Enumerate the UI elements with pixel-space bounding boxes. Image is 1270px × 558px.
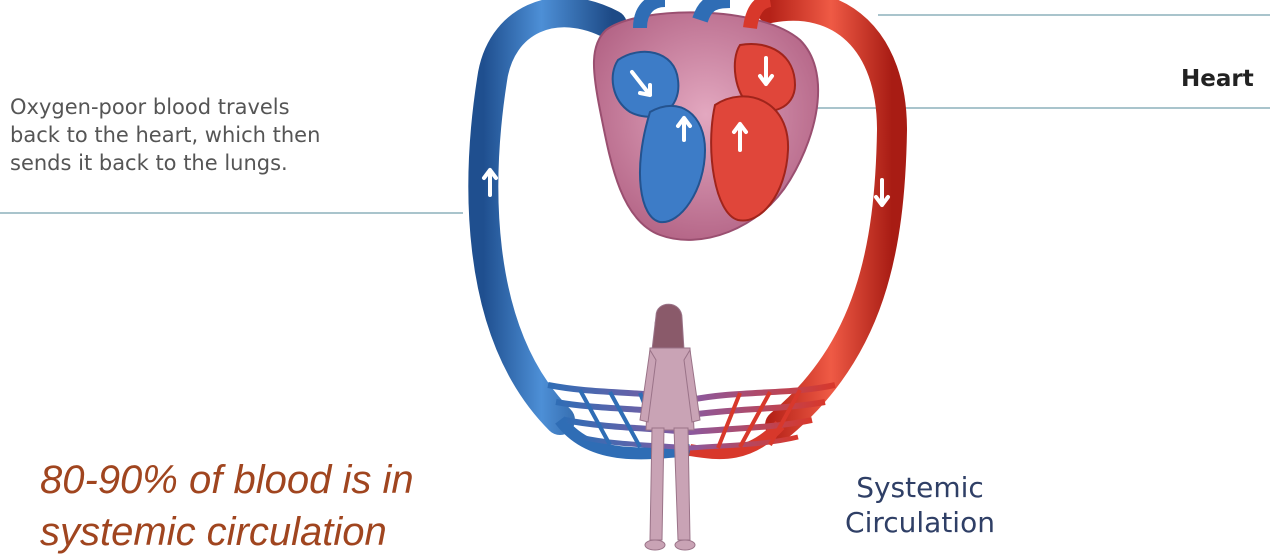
left-caption: Oxygen-poor blood travels back to the he… [10,93,430,177]
heart-label: Heart [1181,66,1254,92]
note-line: 80-90% of blood is in [40,454,500,506]
left-caption-line: sends it back to the lungs. [10,149,430,177]
left-caption-line: back to the heart, which then [10,121,430,149]
systemic-circulation-label: Systemic Circulation [820,470,1020,540]
note-line: systemic circulation [40,506,500,558]
human-figure [640,304,700,550]
vein-loop [483,12,612,420]
blood-percentage-note: 80-90% of blood is in systemic circulati… [40,454,500,558]
systemic-line: Circulation [820,505,1020,540]
systemic-line: Systemic [820,470,1020,505]
left-caption-line: Oxygen-poor blood travels [10,93,430,121]
heart-illustration [594,0,818,240]
